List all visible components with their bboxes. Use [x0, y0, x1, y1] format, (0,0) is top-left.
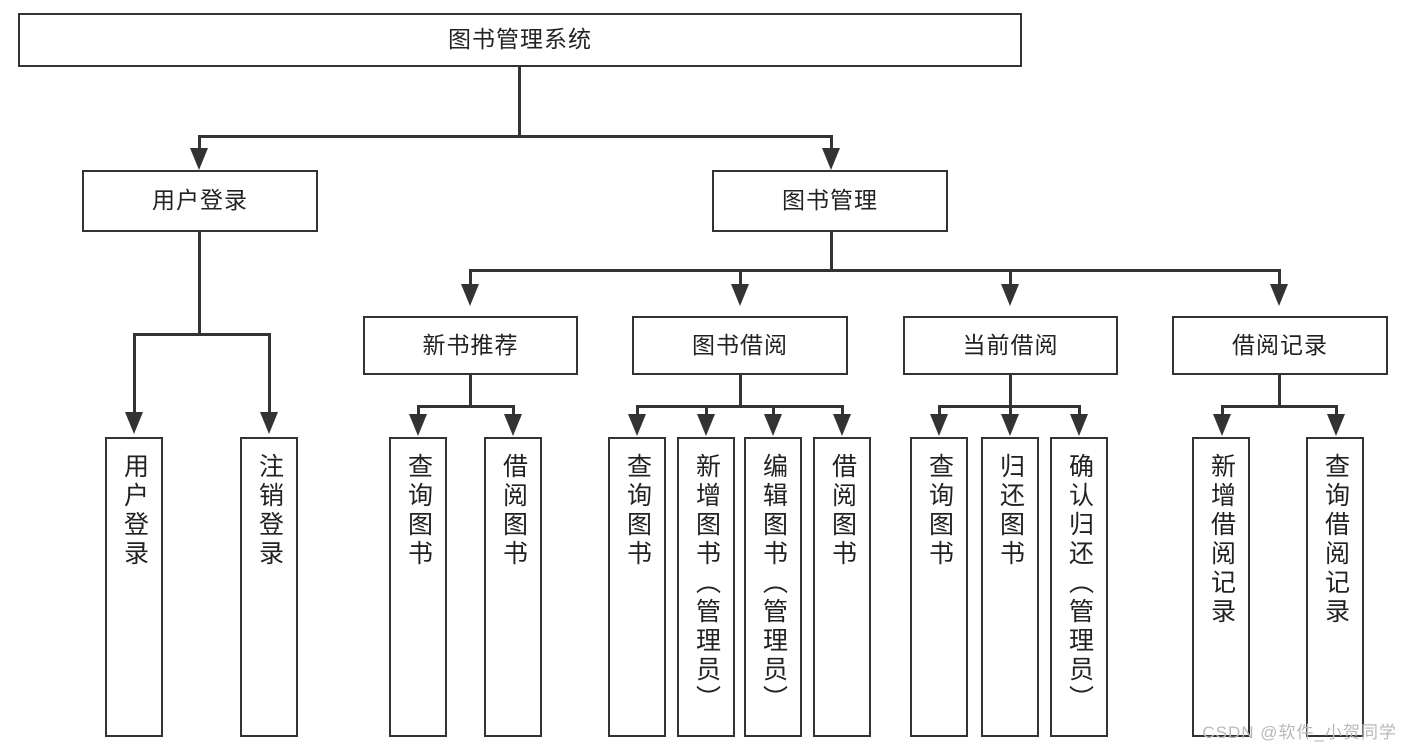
connector-nbr-leaf-2	[512, 405, 515, 417]
connector-cb-leaf-1	[938, 405, 941, 417]
arrow-user-login-leaf-1	[125, 412, 143, 434]
node-root-book-management-system[interactable]: 图书管理系统	[18, 13, 1022, 67]
arrow-bm-to-current-borrow	[1001, 284, 1019, 306]
connector-book-management-bar	[469, 269, 1281, 272]
arrow-user-login-leaf-2	[260, 412, 278, 434]
node-label: 查询图书	[404, 453, 433, 569]
arrow-root-to-user-login	[190, 148, 208, 170]
connector-bb-bar	[636, 405, 844, 408]
leaf-br-add-record[interactable]: 新增借阅记录	[1192, 437, 1250, 737]
arrow-bb-leaf-4	[833, 414, 851, 436]
leaf-nbr-query-book[interactable]: 查询图书	[389, 437, 447, 737]
node-user-login[interactable]: 用户登录	[82, 170, 318, 232]
connector-root-trunk	[518, 67, 521, 137]
leaf-cb-confirm-return-admin[interactable]: 确认归还（管理员）	[1050, 437, 1108, 737]
connector-book-management-trunk	[830, 232, 833, 272]
leaf-bb-query-book[interactable]: 查询图书	[608, 437, 666, 737]
connector-bm-to-new-book	[469, 269, 472, 287]
node-label: 注销登录	[255, 453, 284, 569]
arrow-cb-leaf-3	[1070, 414, 1088, 436]
arrow-bm-to-borrow-record	[1270, 284, 1288, 306]
node-label: 图书管理系统	[448, 26, 592, 53]
node-label: 查询图书	[925, 453, 954, 569]
node-label: 图书管理	[782, 187, 878, 214]
node-label: 用户登录	[120, 453, 149, 569]
connector-cb-trunk	[1009, 375, 1012, 407]
connector-bb-leaf-1	[636, 405, 639, 417]
connector-root-to-book-management	[830, 135, 833, 153]
arrow-br-leaf-2	[1327, 414, 1345, 436]
connector-bm-to-current-borrow	[1009, 269, 1012, 287]
node-new-book-recommend[interactable]: 新书推荐	[363, 316, 578, 375]
leaf-bb-borrow-book[interactable]: 借阅图书	[813, 437, 871, 737]
leaf-user-login-logout[interactable]: 注销登录	[240, 437, 298, 737]
node-current-borrow[interactable]: 当前借阅	[903, 316, 1118, 375]
arrow-cb-leaf-1	[930, 414, 948, 436]
connector-user-login-trunk	[198, 232, 201, 336]
arrow-bm-to-new-book	[461, 284, 479, 306]
connector-bb-leaf-3	[772, 405, 775, 417]
arrow-bb-leaf-2	[697, 414, 715, 436]
node-label: 查询借阅记录	[1321, 453, 1350, 627]
node-label: 借阅记录	[1232, 331, 1328, 358]
connector-bb-leaf-2	[705, 405, 708, 417]
connector-root-to-user-login	[198, 135, 201, 153]
node-label: 新增借阅记录	[1207, 453, 1236, 627]
node-book-borrow[interactable]: 图书借阅	[632, 316, 848, 375]
connector-br-leaf-2	[1335, 405, 1338, 417]
arrow-bm-to-book-borrow	[731, 284, 749, 306]
connector-bb-leaf-4	[841, 405, 844, 417]
connector-user-login-bar	[133, 333, 268, 336]
leaf-bb-edit-book-admin[interactable]: 编辑图书（管理员）	[744, 437, 802, 737]
connector-user-login-leaf-2	[268, 333, 271, 415]
arrow-br-leaf-1	[1213, 414, 1231, 436]
node-label: 查询图书	[623, 453, 652, 569]
node-label: 归还图书	[996, 453, 1025, 569]
connector-bb-trunk	[739, 375, 742, 407]
leaf-cb-query-book[interactable]: 查询图书	[910, 437, 968, 737]
leaf-br-query-record[interactable]: 查询借阅记录	[1306, 437, 1364, 737]
node-label: 当前借阅	[962, 331, 1059, 358]
node-label: 新书推荐	[422, 331, 519, 358]
arrow-root-to-book-management	[822, 148, 840, 170]
connector-nbr-bar	[417, 405, 515, 408]
leaf-bb-add-book-admin[interactable]: 新增图书（管理员）	[677, 437, 735, 737]
node-label: 用户登录	[152, 187, 248, 214]
node-label: 编辑图书（管理员）	[759, 453, 788, 714]
connector-cb-leaf-3	[1078, 405, 1081, 417]
node-book-management[interactable]: 图书管理	[712, 170, 948, 232]
node-label: 借阅图书	[828, 453, 857, 569]
node-label: 图书借阅	[692, 331, 788, 358]
arrow-bb-leaf-1	[628, 414, 646, 436]
arrow-nbr-leaf-1	[409, 414, 427, 436]
arrow-bb-leaf-3	[764, 414, 782, 436]
arrow-nbr-leaf-2	[504, 414, 522, 436]
connector-bm-to-borrow-record	[1278, 269, 1281, 287]
connector-br-trunk	[1278, 375, 1281, 407]
connector-cb-leaf-2	[1009, 405, 1012, 417]
leaf-nbr-borrow-book[interactable]: 借阅图书	[484, 437, 542, 737]
connector-br-bar	[1221, 405, 1338, 408]
arrow-cb-leaf-2	[1001, 414, 1019, 436]
connector-root-bar	[198, 135, 832, 138]
leaf-user-login-login[interactable]: 用户登录	[105, 437, 163, 737]
node-label: 借阅图书	[499, 453, 528, 569]
connector-bm-to-book-borrow	[739, 269, 742, 287]
node-label: 新增图书（管理员）	[692, 453, 721, 714]
leaf-cb-return-book[interactable]: 归还图书	[981, 437, 1039, 737]
node-borrow-record[interactable]: 借阅记录	[1172, 316, 1388, 375]
connector-nbr-trunk	[469, 375, 472, 407]
connector-nbr-leaf-1	[417, 405, 420, 417]
connector-user-login-leaf-1	[133, 333, 136, 415]
connector-br-leaf-1	[1221, 405, 1224, 417]
node-label: 确认归还（管理员）	[1065, 453, 1094, 714]
